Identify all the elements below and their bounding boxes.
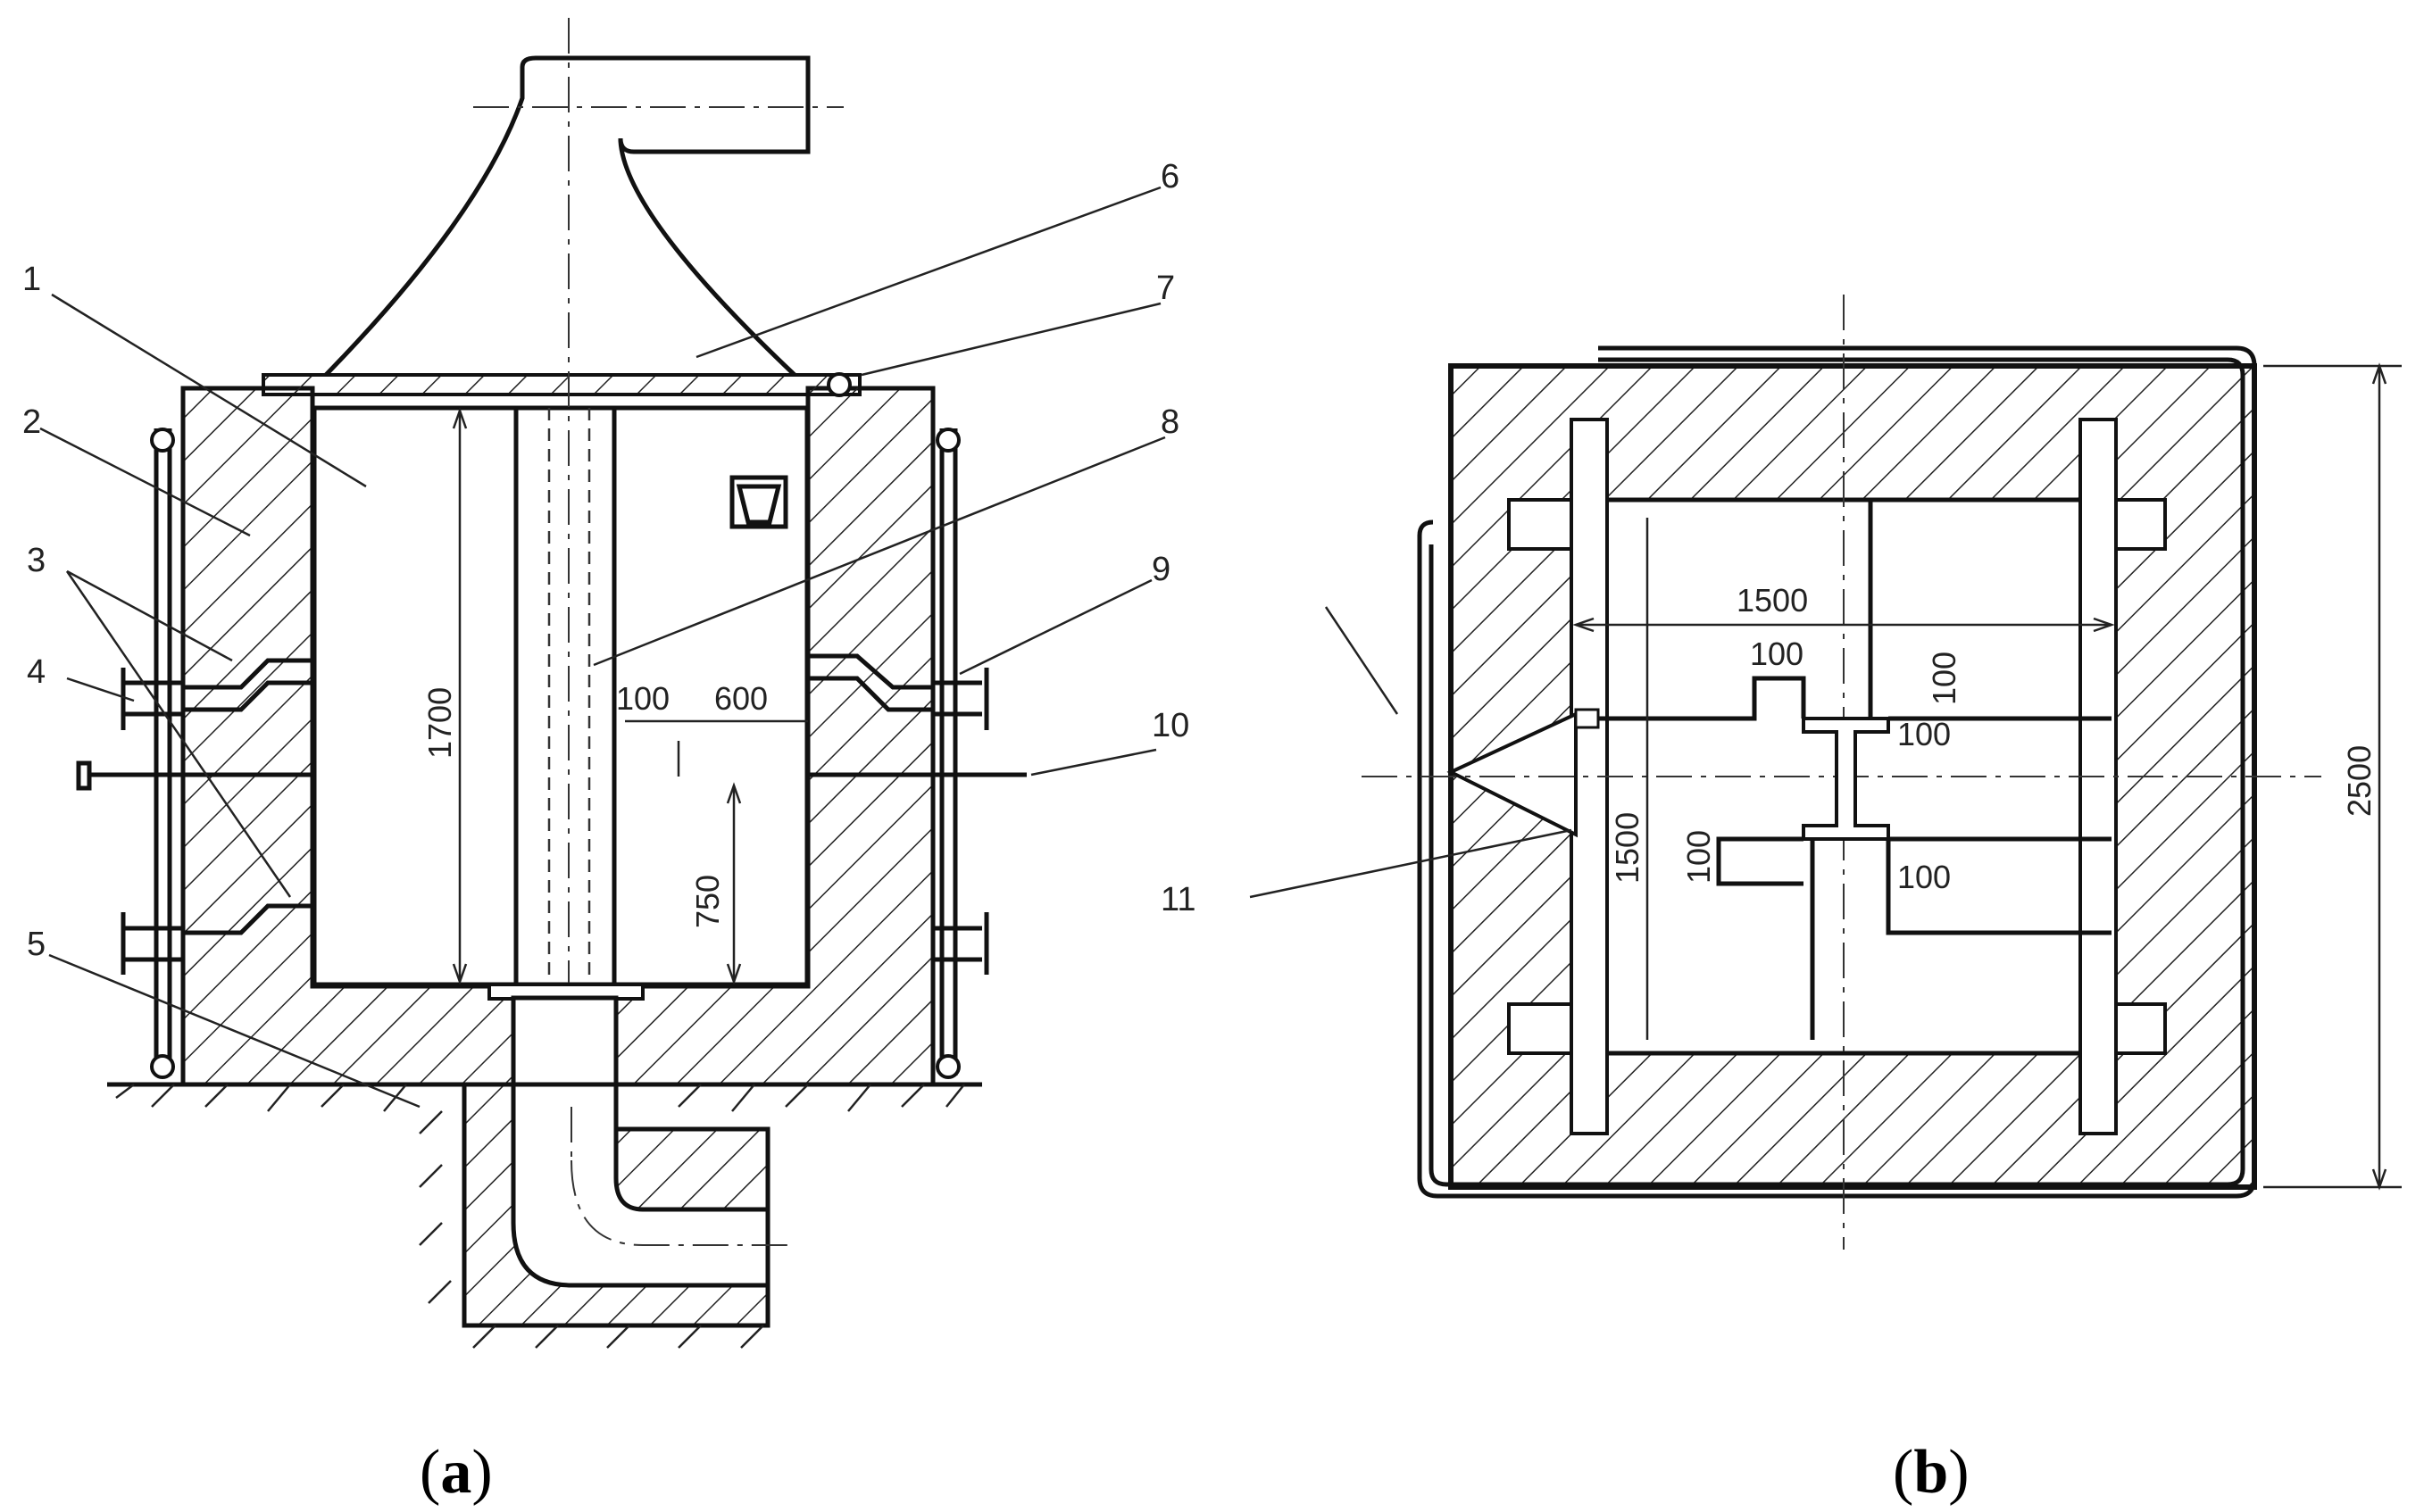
dim-100: 100 [616,680,670,717]
callout-5: 5 [27,926,46,963]
dim-web-bottom: 100 [1897,859,1951,895]
panel-b-plan-view [1362,295,2402,1250]
panel-b-leaders [1249,606,1572,899]
callout-1: 1 [22,261,41,298]
callout-3: 3 [27,542,46,579]
panel-a-dimensions: 1700 100 600 750 [421,680,768,928]
panel-a-leaders [39,186,1166,1109]
dim-1500-vertical: 1500 [1609,812,1645,884]
svg-text:(b): (b) [1893,1438,1970,1507]
caption-b: (b) [1893,1438,1970,1507]
exhaust-hood [324,55,811,377]
dim-1700: 1700 [421,687,458,759]
dim-2500: 2500 [2341,745,2378,817]
dim-web-left: 100 [1680,830,1717,884]
callout-6: 6 [1161,158,1179,195]
lid-hinge [827,372,852,397]
panel-b-labels: 11 1500 1500 2500 100 100 100 100 100 [1161,582,2378,918]
callout-2: 2 [22,403,41,441]
burner-nozzles [76,653,1027,975]
dim-600: 600 [714,680,768,717]
thermocouple-box [729,475,788,529]
callout-4: 4 [27,653,46,691]
outlet-duct-bore [511,995,771,1288]
plan-pipe-loop [1417,345,2257,1199]
panel-a-callouts: 1 2 3 4 5 6 7 8 9 10 [22,158,1189,963]
callout-9: 9 [1152,551,1170,588]
plan-nozzle [1446,710,1578,838]
callout-11: 11 [1161,881,1195,918]
svg-text:(a): (a) [420,1438,493,1507]
side-pipes [150,428,961,1079]
dim-750: 750 [689,875,726,928]
dim-flange-top: 100 [1750,636,1803,672]
furnace-chamber [312,405,810,987]
furnace-lid [262,373,862,396]
dim-1500-horizontal: 1500 [1737,582,1808,619]
dim-flange-top-side: 100 [1926,652,1962,705]
panel-a-furnace-section [76,18,1027,1349]
dim-web-top: 100 [1897,716,1951,752]
caption-a: (a) [420,1438,493,1507]
callout-8: 8 [1161,403,1179,441]
callout-10: 10 [1152,707,1189,744]
callout-7: 7 [1156,270,1175,307]
